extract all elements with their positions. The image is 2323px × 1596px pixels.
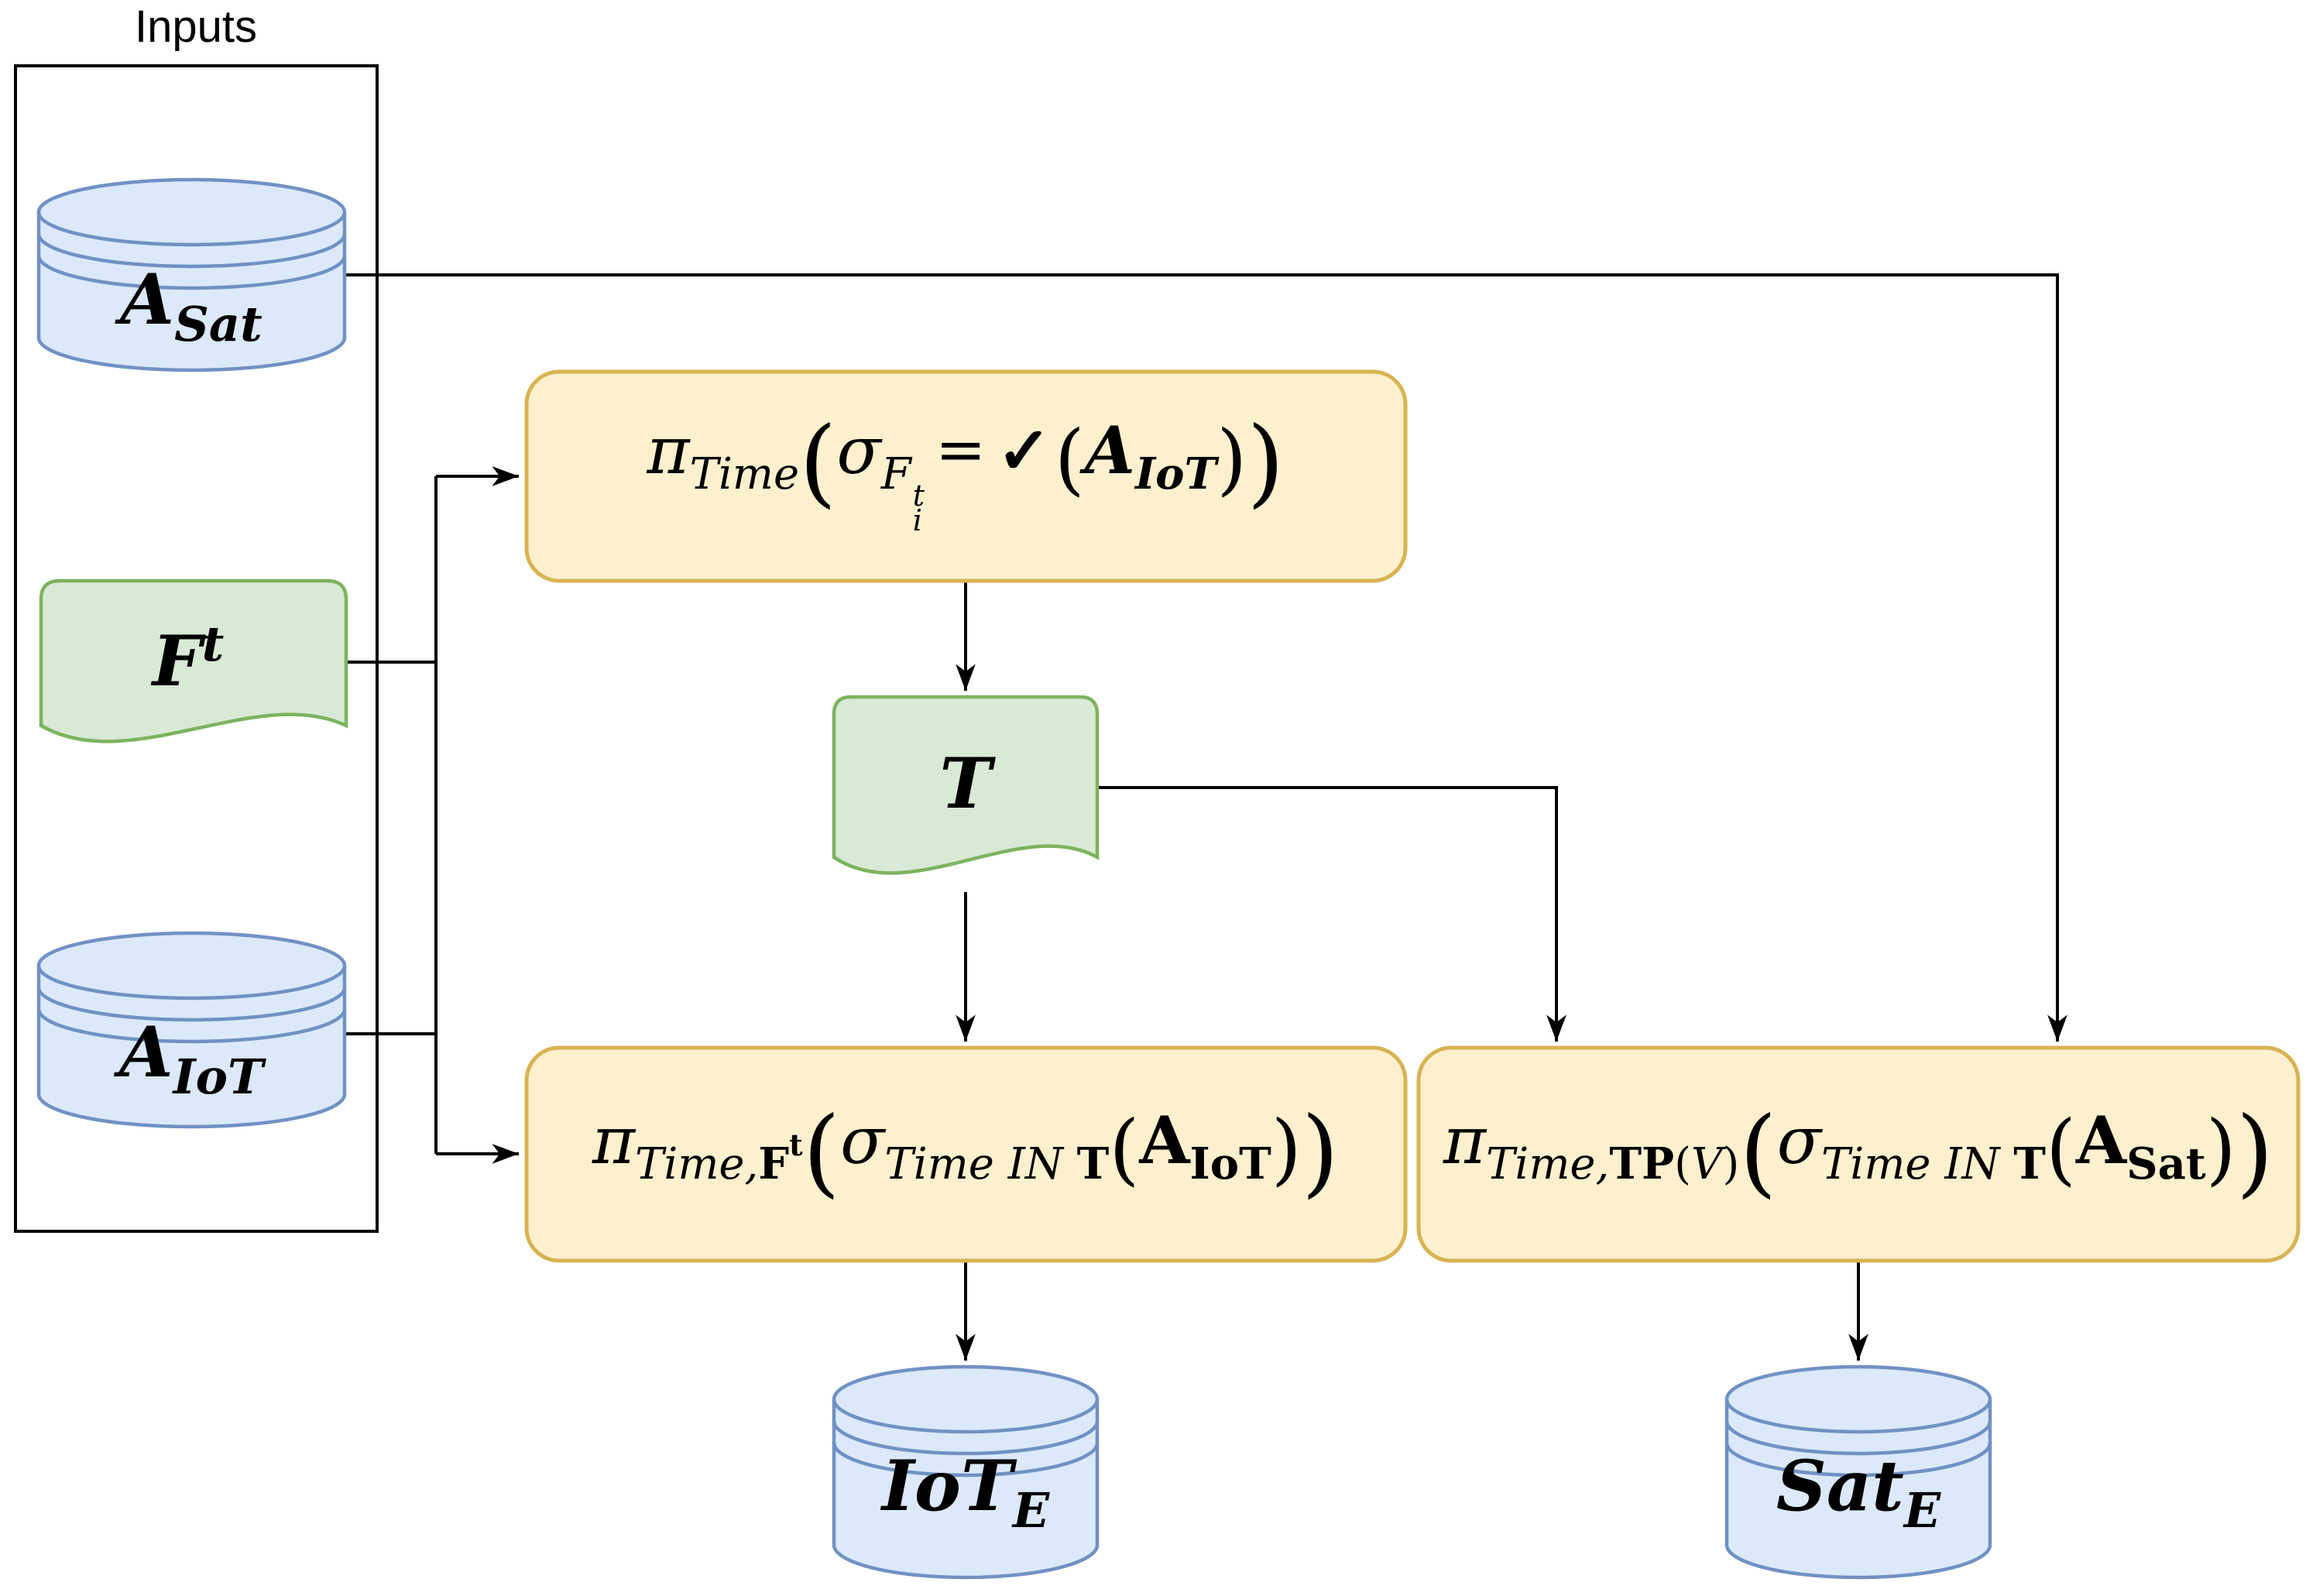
formula-token: IoT — [173, 1049, 264, 1105]
formula-token: ( — [2045, 1103, 2076, 1194]
process-filter-box — [524, 369, 1408, 583]
cylinder-body — [1724, 1364, 1992, 1580]
document-t-label: T — [940, 749, 992, 819]
formula-token: Sat — [2126, 1138, 2206, 1189]
cylinder-rim — [36, 965, 347, 1001]
document-f-t — [39, 578, 348, 743]
cylinder-rim — [832, 1399, 1100, 1434]
datastore-sat-e — [1724, 1364, 1992, 1580]
inputs-group-box — [14, 64, 379, 1233]
cylinder-band — [832, 1442, 1100, 1478]
process-iot-box — [524, 1045, 1408, 1263]
formula-token: ( — [1109, 1103, 1140, 1194]
formula-token: Sat — [174, 296, 262, 352]
cylinder-band — [36, 987, 347, 1022]
formula-token: ( — [1674, 1139, 1692, 1189]
cylinder-body — [36, 177, 347, 372]
formula-token: ) — [1722, 1139, 1740, 1189]
cylinder-rim — [1724, 1399, 1992, 1434]
formula-token: ) — [1216, 414, 1247, 505]
documents-layer — [39, 578, 1100, 875]
formula-token: ( — [1054, 414, 1085, 505]
formula-token: t — [789, 1127, 803, 1162]
formula-token: σ — [836, 413, 881, 489]
cylinder-band — [36, 233, 347, 269]
cylinder-rim — [36, 211, 347, 247]
formula-token: E — [1903, 1482, 1941, 1539]
document-t — [832, 695, 1100, 875]
formula-token: T — [2013, 1138, 2046, 1189]
formula-token: Time IN — [884, 1139, 1077, 1189]
formula-token: π — [592, 1103, 636, 1179]
formula-token: ) — [1247, 407, 1285, 519]
formula-token: ) — [2236, 1097, 2274, 1208]
formula-token: A — [1084, 412, 1135, 489]
datastore-a-sat-label: ASat — [120, 265, 262, 348]
datastore-iot-e-label: IoTE — [882, 1451, 1049, 1535]
cylinder-body — [832, 1364, 1100, 1580]
formula-token: A — [2075, 1102, 2127, 1179]
formula-token: Time, — [1486, 1139, 1610, 1189]
formula-token: A — [118, 1011, 173, 1093]
formula-token: ( — [1739, 1097, 1777, 1208]
datastore-a-sat — [36, 177, 347, 372]
cylinder-band — [1724, 1420, 1992, 1456]
formula-token: F — [758, 1138, 790, 1189]
formula-token: Time IN — [1821, 1139, 2014, 1189]
formula-token: t — [201, 616, 225, 672]
process-iot-formula: πTime,Ft(σTime IN T(AIoT)) — [592, 1104, 1339, 1200]
formula-token: E — [1012, 1482, 1050, 1539]
datastore-a-iot-label: AIoT — [119, 1018, 263, 1101]
formula-token: IoT — [881, 1445, 1013, 1527]
processes-layer — [524, 369, 2301, 1263]
formula-token: ) — [2205, 1103, 2236, 1194]
cylinder-band — [832, 1420, 1100, 1456]
datastores-layer — [36, 177, 1992, 1580]
process-sat-formula: πTime,TP(V)(σTime IN T(ASat)) — [1443, 1104, 2273, 1200]
formula-token: Sat — [1776, 1445, 1904, 1527]
datastore-sat-e-label: SatE — [1776, 1451, 1940, 1535]
process-sat-box — [1416, 1045, 2301, 1263]
formula-token: σ — [840, 1103, 885, 1179]
formula-token: T — [939, 743, 992, 825]
formula-token: A — [1139, 1102, 1190, 1179]
cylinder-band — [36, 1008, 347, 1044]
formula-token: ( — [799, 407, 837, 519]
edges-layer — [345, 273, 2067, 1361]
formula-token: ✓ — [997, 412, 1052, 489]
formula-token: π — [647, 413, 690, 489]
formula-token: π — [1443, 1103, 1487, 1179]
formula-token: T — [1076, 1138, 1110, 1189]
cylinder-band — [1724, 1442, 1992, 1478]
formula-token: ) — [1301, 1097, 1340, 1208]
formula-token: = — [935, 415, 987, 486]
cylinder-band — [36, 255, 347, 290]
datastore-iot-e — [832, 1364, 1100, 1580]
formula-token: V — [1691, 1139, 1723, 1189]
cylinder-body — [36, 931, 347, 1129]
formula-token: Time — [689, 449, 800, 500]
document-f-t-label: Ft — [153, 620, 225, 697]
edge-t-to-procsat — [1097, 786, 1566, 1042]
formula-token: ( — [802, 1097, 841, 1208]
formula-token: F — [880, 449, 911, 500]
datastore-a-iot — [36, 931, 347, 1129]
formula-token: IoT — [1189, 1138, 1271, 1189]
formula-token-stacked: i — [912, 503, 922, 538]
edge-asat-to-procsat — [345, 273, 2067, 1042]
inputs-group-title: Inputs — [135, 2, 257, 52]
formula-token: F — [152, 620, 202, 702]
formula-token-stacked: t — [912, 479, 925, 513]
formula-token: A — [120, 259, 175, 341]
formula-token: σ — [1776, 1103, 1822, 1179]
formula-token: TP — [1609, 1138, 1675, 1189]
formula-token: IoT — [1134, 448, 1217, 500]
formula-token: Time, — [635, 1139, 759, 1189]
formula-token: ) — [1271, 1103, 1302, 1194]
